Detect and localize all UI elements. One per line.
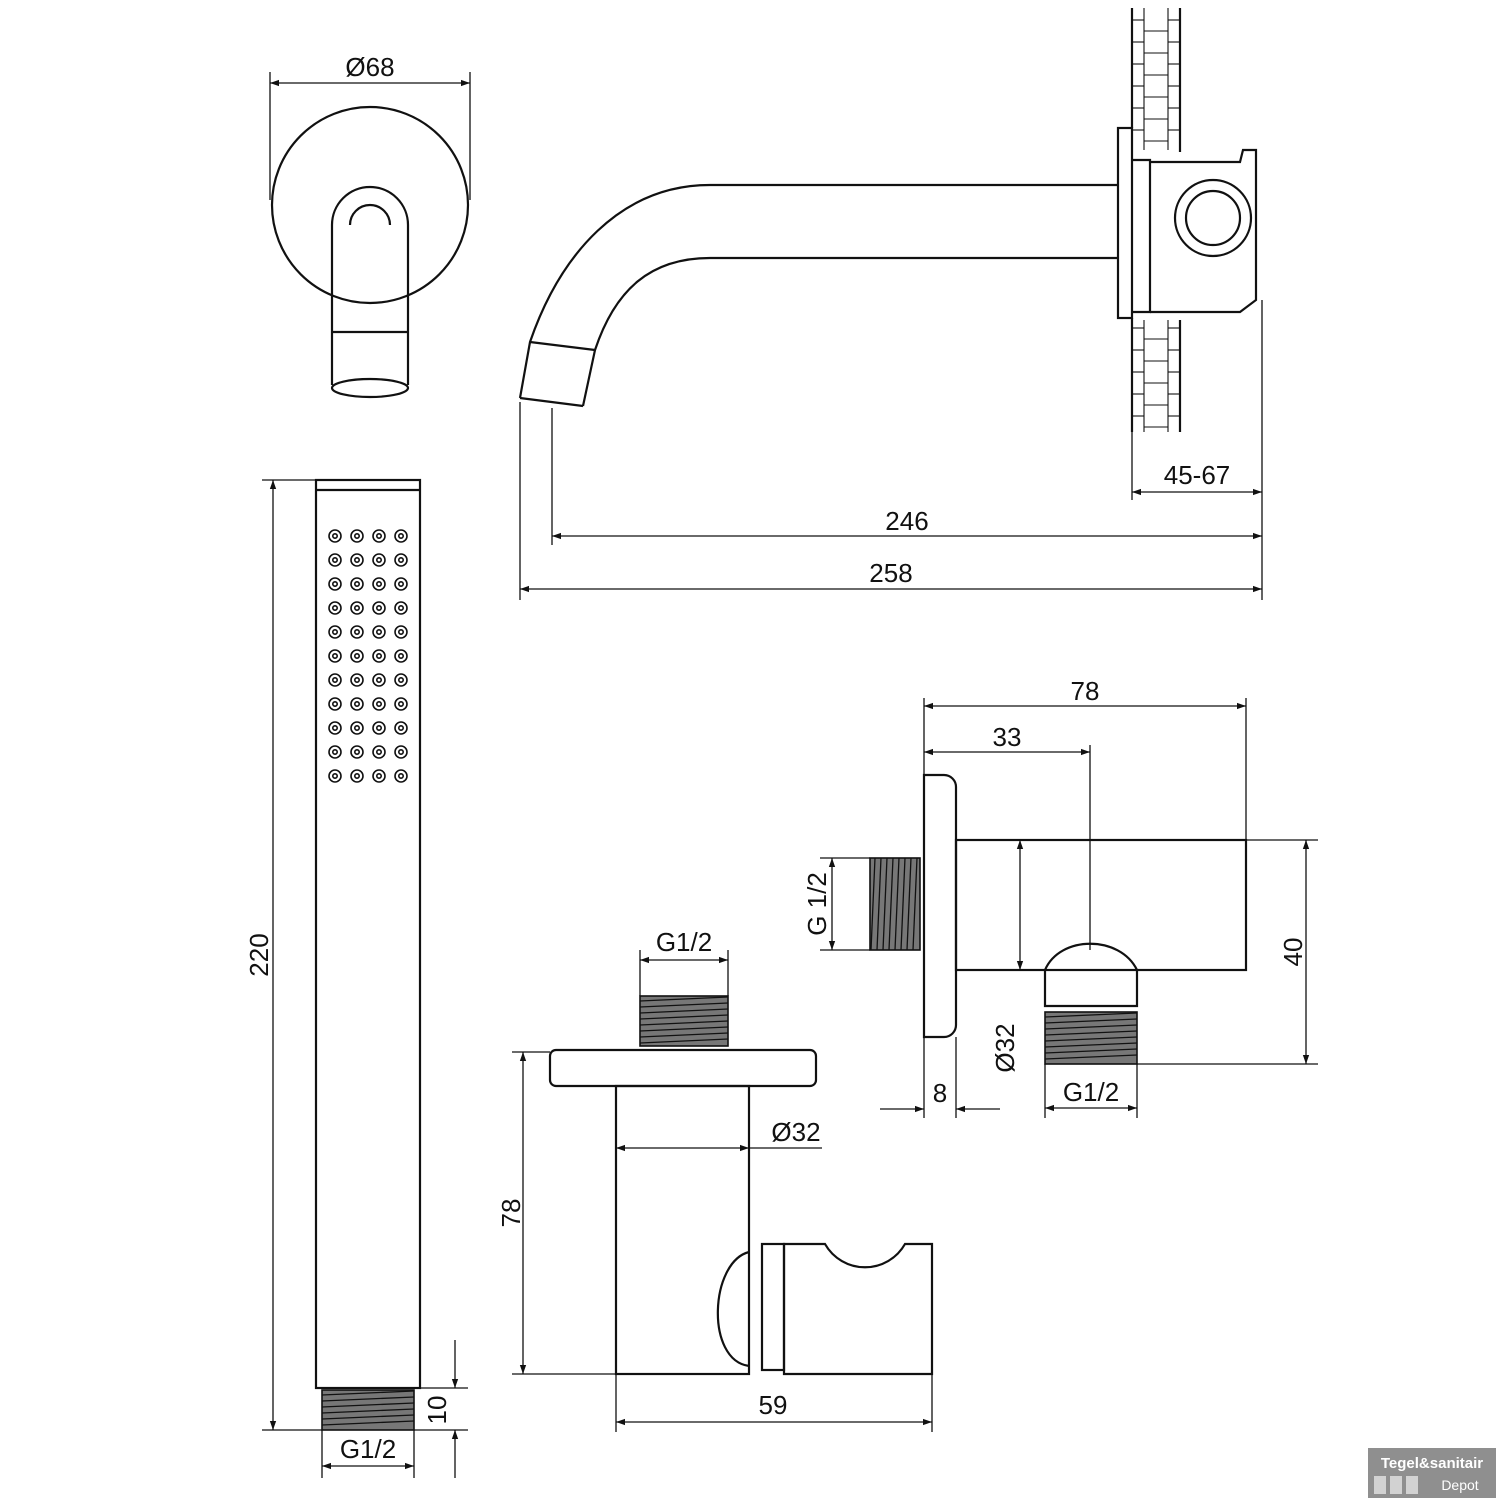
nozzle bbox=[328, 745, 342, 759]
dim-hand-shower-length: 220 bbox=[244, 933, 274, 976]
dim-spout-reach: 246 bbox=[885, 506, 928, 536]
watermark-line2: Depot bbox=[1441, 1477, 1478, 1493]
nozzle bbox=[350, 625, 364, 639]
nozzle bbox=[372, 625, 386, 639]
nozzle bbox=[328, 769, 342, 783]
nozzle bbox=[394, 697, 408, 711]
spout-front-view: Ø68 bbox=[269, 52, 471, 399]
nozzle bbox=[394, 625, 408, 639]
dim-flange-diameter: Ø68 bbox=[345, 52, 394, 82]
nozzle bbox=[372, 649, 386, 663]
wall-elbow: 78 33 G 1/2 40 Ø32 8 G1/2 bbox=[802, 676, 1318, 1118]
dim-elbow-outlet-thread: G1/2 bbox=[1063, 1077, 1119, 1107]
nozzle bbox=[394, 529, 408, 543]
nozzle bbox=[350, 601, 364, 615]
dim-elbow-outlet-offset: 33 bbox=[993, 722, 1022, 752]
nozzle bbox=[394, 745, 408, 759]
nozzle bbox=[350, 697, 364, 711]
nozzle bbox=[328, 625, 342, 639]
nozzle bbox=[372, 769, 386, 783]
dim-elbow-flange: 8 bbox=[933, 1078, 947, 1108]
nozzle bbox=[350, 529, 364, 543]
spout-side-view: 45-67 246 258 bbox=[518, 8, 1263, 600]
dim-holder-width: 59 bbox=[759, 1390, 788, 1420]
nozzle bbox=[328, 649, 342, 663]
watermark-logo: Tegel&sanitair Depot bbox=[1368, 1448, 1496, 1498]
nozzle bbox=[372, 745, 386, 759]
dim-holder-diameter: Ø32 bbox=[771, 1117, 820, 1147]
nozzle bbox=[350, 721, 364, 735]
nozzle bbox=[328, 601, 342, 615]
dim-holder-thread: G1/2 bbox=[656, 927, 712, 957]
dim-elbow-inlet-thread: G 1/2 bbox=[802, 872, 832, 936]
nozzle bbox=[372, 577, 386, 591]
nozzle bbox=[328, 577, 342, 591]
nozzle bbox=[350, 769, 364, 783]
dim-hand-shower-thread-len: 10 bbox=[422, 1396, 452, 1425]
dim-wall-range: 45-67 bbox=[1164, 460, 1231, 490]
nozzle bbox=[328, 721, 342, 735]
nozzle bbox=[372, 601, 386, 615]
nozzle bbox=[372, 529, 386, 543]
nozzle bbox=[372, 697, 386, 711]
nozzle bbox=[394, 553, 408, 567]
nozzle bbox=[350, 673, 364, 687]
nozzle bbox=[350, 745, 364, 759]
nozzle bbox=[350, 553, 364, 567]
dim-hand-shower-thread: G1/2 bbox=[340, 1434, 396, 1464]
nozzle bbox=[394, 577, 408, 591]
nozzle bbox=[394, 721, 408, 735]
nozzle bbox=[372, 721, 386, 735]
nozzle bbox=[350, 649, 364, 663]
nozzle bbox=[394, 673, 408, 687]
dim-elbow-diameter: Ø32 bbox=[990, 1023, 1020, 1072]
nozzle bbox=[328, 673, 342, 687]
hand-shower: 220 10 G1/2 bbox=[244, 478, 468, 1478]
dim-elbow-height: 40 bbox=[1278, 938, 1308, 967]
nozzle bbox=[328, 553, 342, 567]
nozzle bbox=[394, 649, 408, 663]
dim-spout-total: 258 bbox=[869, 558, 912, 588]
nozzle bbox=[328, 529, 342, 543]
dim-elbow-total: 78 bbox=[1071, 676, 1100, 706]
nozzle bbox=[394, 769, 408, 783]
nozzle bbox=[372, 553, 386, 567]
nozzle bbox=[350, 577, 364, 591]
wall-holder: 78 G1/2 Ø32 59 bbox=[496, 927, 934, 1432]
nozzle bbox=[328, 697, 342, 711]
watermark-line1: Tegel&sanitair bbox=[1381, 1455, 1483, 1472]
dim-holder-height: 78 bbox=[496, 1199, 526, 1228]
nozzle bbox=[394, 601, 408, 615]
nozzle bbox=[372, 673, 386, 687]
spray-nozzles bbox=[328, 529, 408, 783]
